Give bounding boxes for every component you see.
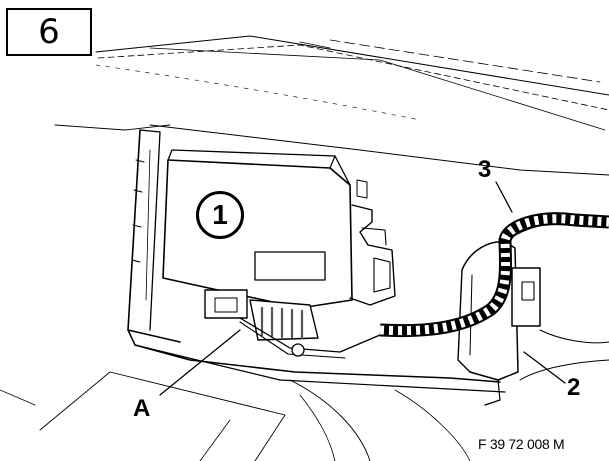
figure-code: F 39 72 008 M <box>478 436 565 452</box>
callout-1-circled: 1 <box>196 191 244 239</box>
callout-1-text: 1 <box>212 199 228 230</box>
callout-3-label: 3 <box>478 156 492 183</box>
step-number: 6 <box>38 12 60 52</box>
callout-a-label: A <box>133 395 151 422</box>
callout-2-label: 2 <box>567 374 581 401</box>
step-number-box: 6 <box>6 8 92 56</box>
